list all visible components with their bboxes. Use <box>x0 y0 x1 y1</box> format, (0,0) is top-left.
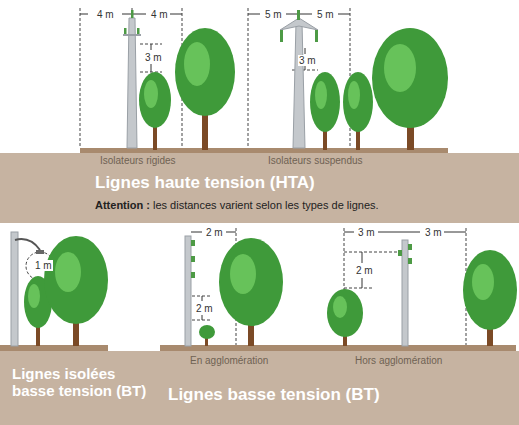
tree <box>175 28 235 150</box>
dimension-label: 4 m <box>150 9 169 20</box>
dimension-label: 3 m <box>298 55 317 66</box>
tree <box>327 289 363 346</box>
pole <box>185 236 195 346</box>
section-title: Lignes isolées basse tension (BT) <box>12 365 162 400</box>
pole <box>280 10 318 148</box>
tree <box>343 72 373 150</box>
dimension-label: 1 m <box>34 260 53 271</box>
tree <box>310 72 340 150</box>
warning-label: Attention : <box>95 199 150 212</box>
dimension-label: 3 m <box>144 52 163 63</box>
dimension-label: 5 m <box>264 9 283 20</box>
dimension-label: 2 m <box>355 265 374 276</box>
tree <box>139 72 171 150</box>
dimension-label: 3 m <box>357 227 376 238</box>
section-title: Lignes basse tension (BT) <box>168 385 380 405</box>
ground-band: Isolateurs rigides Isolateurs suspendusLi… <box>0 153 519 223</box>
part-label: Isolateurs rigides <box>100 155 176 167</box>
tree <box>463 250 517 346</box>
dimension-label: 3 m <box>424 227 443 238</box>
dimension-label: 4 m <box>96 9 115 20</box>
warning-text: les distances varient selon les types de… <box>153 199 379 212</box>
tree <box>44 236 108 346</box>
dimension-label: 2 m <box>205 227 224 238</box>
part-label: Isolateurs suspendus <box>268 155 363 167</box>
tree <box>199 325 215 346</box>
pole <box>398 240 412 346</box>
part-label: En agglomération <box>190 355 268 367</box>
tree <box>219 238 283 346</box>
section-title: Lignes haute tension (HTA) <box>95 173 315 193</box>
dimension-label: 2 m <box>195 303 214 314</box>
dimension-label: 5 m <box>316 9 335 20</box>
tree <box>372 28 448 150</box>
ground-band: Lignes isolées basse tension (BT) En aggl… <box>0 351 519 425</box>
pole <box>123 10 141 148</box>
part-label: Hors agglomération <box>355 355 442 367</box>
